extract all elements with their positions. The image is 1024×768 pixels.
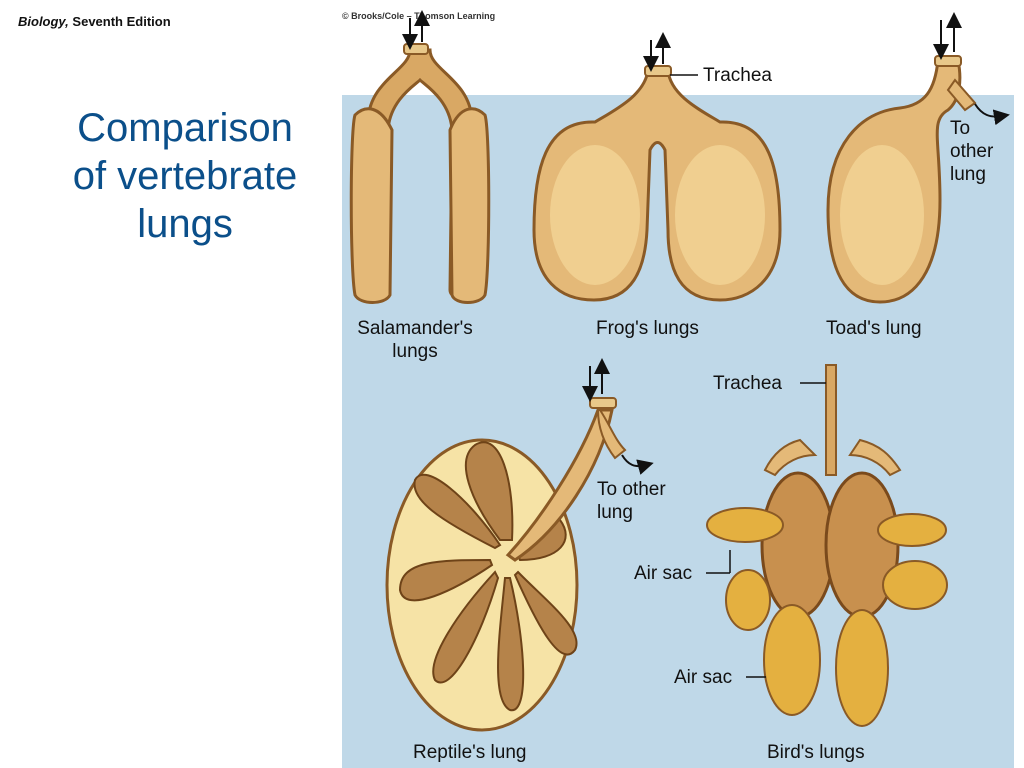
label-to-other-lung-toad: To other lung bbox=[950, 118, 994, 185]
book-title: Biology, bbox=[18, 14, 69, 29]
slide-title: Comparison of vertebrate lungs bbox=[40, 104, 330, 248]
reptile-lung bbox=[385, 358, 654, 732]
label-air-sac-2: Air sac bbox=[674, 667, 733, 688]
label-frog: Frog's lungs bbox=[596, 318, 699, 339]
label-toad: Toad's lung bbox=[826, 318, 922, 339]
label-to-other-lung-reptile: To other lung bbox=[597, 479, 666, 523]
frog-lungs bbox=[532, 32, 782, 302]
salamander-lungs bbox=[349, 10, 491, 304]
title-line-2: of vertebrate bbox=[72, 154, 298, 198]
label-reptile: Reptile's lung bbox=[413, 742, 527, 763]
toad-lung bbox=[826, 12, 1010, 304]
bird-lungs bbox=[706, 364, 948, 727]
label-bird: Bird's lungs bbox=[767, 742, 865, 763]
edition: Seventh Edition bbox=[72, 14, 171, 29]
label-trachea-bird: Trachea bbox=[713, 373, 782, 394]
slide-header: Biology, Seventh Edition bbox=[18, 14, 171, 29]
label-trachea-top: Trachea bbox=[703, 65, 772, 86]
label-air-sac-1: Air sac bbox=[634, 563, 693, 584]
title-line-3: lungs bbox=[137, 202, 233, 246]
title-line-1: Comparison bbox=[77, 106, 293, 150]
label-salamander: Salamander's lungs bbox=[357, 318, 473, 362]
